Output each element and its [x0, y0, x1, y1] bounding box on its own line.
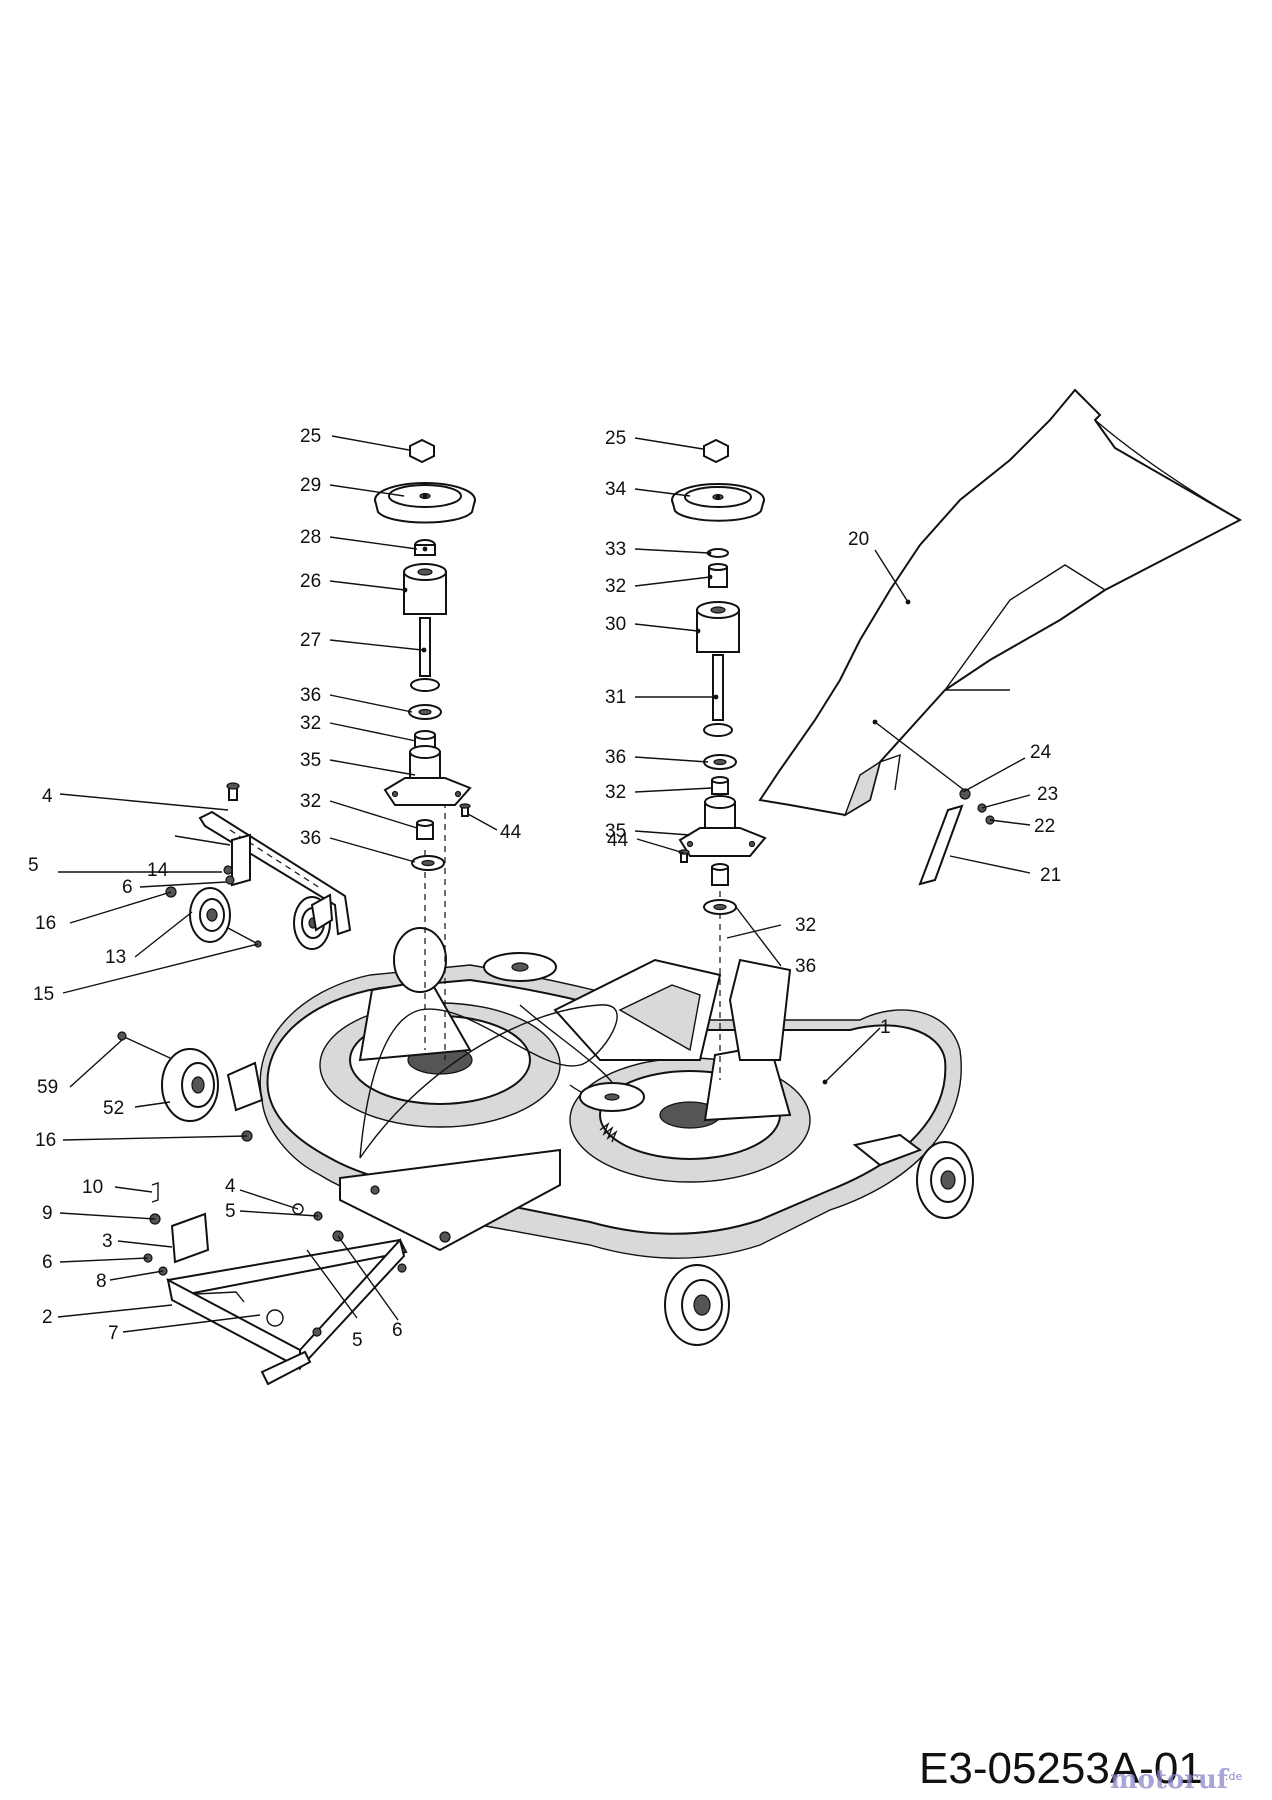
callout-5-lower: 5 — [352, 1330, 363, 1351]
watermark-name: motoruf — [1110, 1765, 1230, 1795]
callout-14: 14 — [147, 860, 169, 881]
callout-4-lower: 4 — [225, 1176, 236, 1197]
callout-7: 7 — [108, 1323, 119, 1344]
callout-25-left: 25 — [300, 426, 321, 447]
callout-24: 24 — [1030, 742, 1052, 763]
callout-16-upper: 16 — [35, 913, 56, 934]
callout-15: 15 — [33, 984, 54, 1005]
mower-deck — [161, 927, 974, 1346]
callout-2: 2 — [42, 1307, 53, 1328]
callout-30: 30 — [605, 614, 626, 635]
callout-35-right: 35 — [605, 821, 626, 842]
left-spindle-assembly — [374, 438, 476, 1060]
callout-36-right-lower: 36 — [795, 956, 816, 977]
callout-32-left-lower: 32 — [300, 791, 321, 812]
callout-20: 20 — [848, 529, 869, 550]
callout-6-upper: 6 — [122, 877, 133, 898]
document-code: E3-05253A-01 — [919, 1744, 1203, 1793]
leader-endpoints — [402, 493, 911, 1085]
callout-6-lower: 6 — [392, 1320, 403, 1341]
chute-hinge-rod — [918, 788, 995, 886]
discharge-chute — [758, 388, 1243, 817]
right-spindle-assembly — [671, 438, 767, 1080]
callout-36-left-lower: 36 — [300, 828, 321, 849]
callout-31: 31 — [605, 687, 626, 708]
callout-32-right-a: 32 — [605, 576, 626, 597]
callout-28: 28 — [300, 527, 321, 548]
callout-44-left: 44 — [500, 822, 522, 843]
caster-bolt — [121, 1035, 171, 1059]
callout-34: 34 — [605, 479, 627, 500]
callout-52: 52 — [103, 1098, 124, 1119]
callout-32-right-b: 32 — [605, 782, 626, 803]
callout-6-middle: 6 — [42, 1252, 53, 1273]
callout-4-upper: 4 — [42, 786, 53, 807]
callout-29: 29 — [300, 475, 321, 496]
callout-36-right-upper: 36 — [605, 747, 626, 768]
callout-13: 13 — [105, 947, 126, 968]
callout-23: 23 — [1037, 784, 1058, 805]
callout-59: 59 — [37, 1077, 58, 1098]
caster-bolt-head — [117, 1031, 127, 1041]
callout-27: 27 — [300, 630, 321, 651]
callout-5-middle: 5 — [225, 1201, 236, 1222]
front-hitch-bracket — [143, 1182, 408, 1386]
watermark-logo: motoruf .de — [1110, 1765, 1242, 1795]
callout-10: 10 — [82, 1177, 103, 1198]
callout-5-upper: 5 — [28, 855, 39, 876]
callout-33: 33 — [605, 539, 626, 560]
callout-9: 9 — [42, 1203, 53, 1224]
callout-1: 1 — [880, 1017, 891, 1038]
callout-26: 26 — [300, 571, 321, 592]
callout-3: 3 — [102, 1231, 113, 1252]
callout-35-left: 35 — [300, 750, 321, 771]
callout-32-left-upper: 32 — [300, 713, 321, 734]
callout-44-right: 44 — [607, 830, 629, 851]
callout-36-left-upper: 36 — [300, 685, 321, 706]
idler-bracket-assembly — [165, 782, 352, 950]
watermark-suffix: .de — [1225, 1770, 1242, 1783]
callout-8: 8 — [96, 1271, 107, 1292]
callout-16-lower: 16 — [35, 1130, 56, 1151]
callout-21: 21 — [1040, 865, 1061, 886]
callout-32-right-c: 32 — [795, 915, 816, 936]
callout-25-right: 25 — [605, 428, 626, 449]
leader-lines — [57, 435, 1031, 1333]
callout-22: 22 — [1034, 816, 1055, 837]
callout-labels: 25 29 28 26 27 36 32 35 32 36 44 25 34 3… — [28, 426, 1061, 1351]
